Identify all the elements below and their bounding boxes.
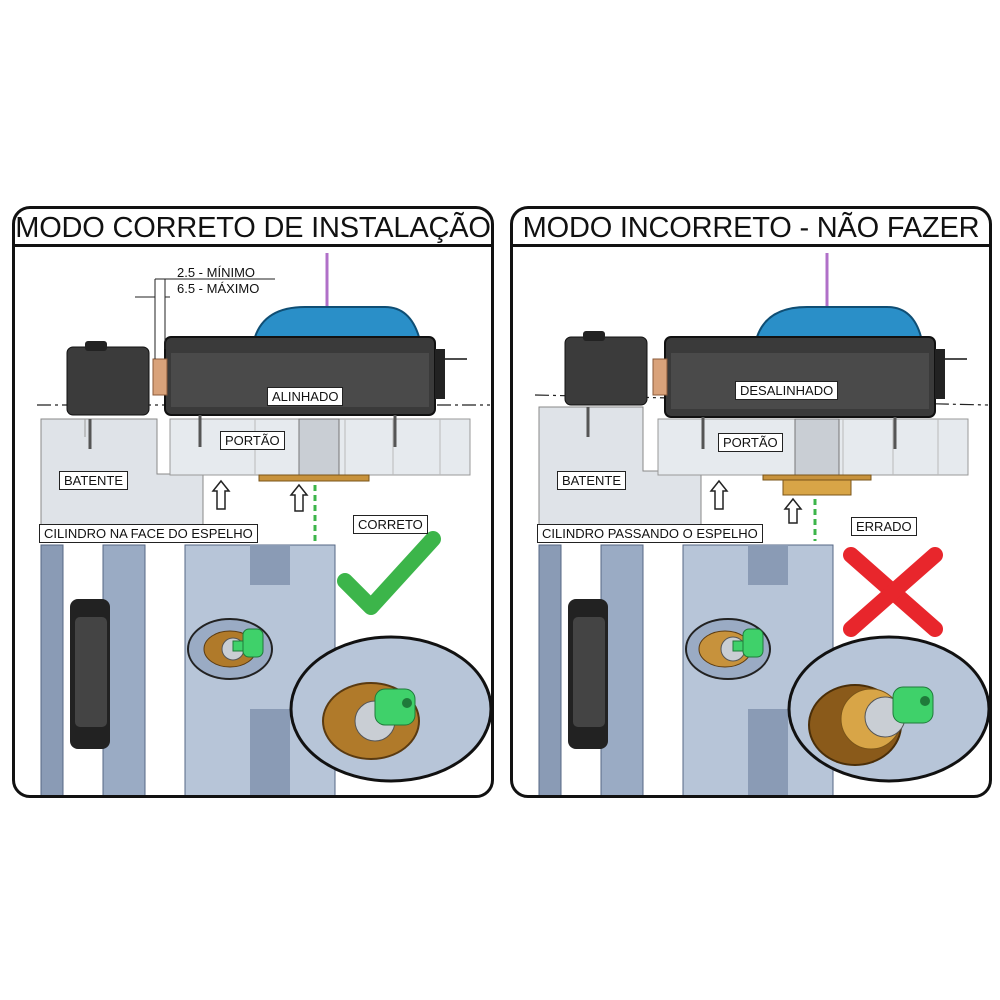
incorrect-installation-diagram bbox=[534, 253, 989, 795]
dimension-min-label: 2.5 - MÍNIMO bbox=[177, 265, 256, 280]
up-arrow-icon bbox=[783, 497, 803, 524]
keeper-block bbox=[564, 331, 648, 437]
panel-incorrect-installation: MODO INCORRETO - NÃO FAZER bbox=[510, 206, 992, 798]
up-arrow-icon bbox=[709, 479, 729, 510]
correct-installation-diagram bbox=[37, 253, 491, 795]
panel-title: MODO CORRETO DE INSTALAÇÃO bbox=[15, 209, 491, 247]
zoomed-cylinder bbox=[787, 635, 989, 783]
panel-correct-installation: MODO CORRETO DE INSTALAÇÃO bbox=[12, 206, 494, 798]
keeper-block bbox=[66, 341, 150, 449]
cylinder-label: CILINDRO NA FACE DO ESPELHO bbox=[39, 524, 258, 543]
lock-alignment-label: ALINHADO bbox=[267, 387, 344, 406]
lock-body bbox=[652, 306, 967, 449]
verdict-label: ERRADO bbox=[851, 517, 917, 536]
up-arrow-icon bbox=[289, 483, 309, 512]
up-arrow-icon bbox=[211, 479, 231, 510]
gate-label: PORTÃO bbox=[220, 431, 285, 450]
cylinder bbox=[258, 418, 370, 482]
key-icon bbox=[232, 628, 264, 658]
cylinder bbox=[762, 418, 872, 496]
verdict-label: CORRETO bbox=[353, 515, 428, 534]
check-mark-icon bbox=[337, 531, 441, 615]
dimension-marker bbox=[135, 278, 275, 359]
zoomed-cylinder bbox=[289, 635, 491, 783]
dimension-max-label: 6.5 - MÁXIMO bbox=[177, 281, 260, 296]
panel-title: MODO INCORRETO - NÃO FAZER bbox=[513, 209, 989, 247]
key-icon bbox=[732, 628, 764, 658]
x-mark-icon bbox=[843, 547, 943, 637]
lock-body bbox=[152, 306, 467, 447]
lock-alignment-label: DESALINHADO bbox=[735, 381, 839, 400]
frame-label: BATENTE bbox=[557, 471, 626, 490]
cylinder-label: CILINDRO PASSANDO O ESPELHO bbox=[537, 524, 763, 543]
frame-label: BATENTE bbox=[59, 471, 128, 490]
gate-frame-illustration bbox=[538, 544, 834, 795]
gate-label: PORTÃO bbox=[718, 433, 783, 452]
